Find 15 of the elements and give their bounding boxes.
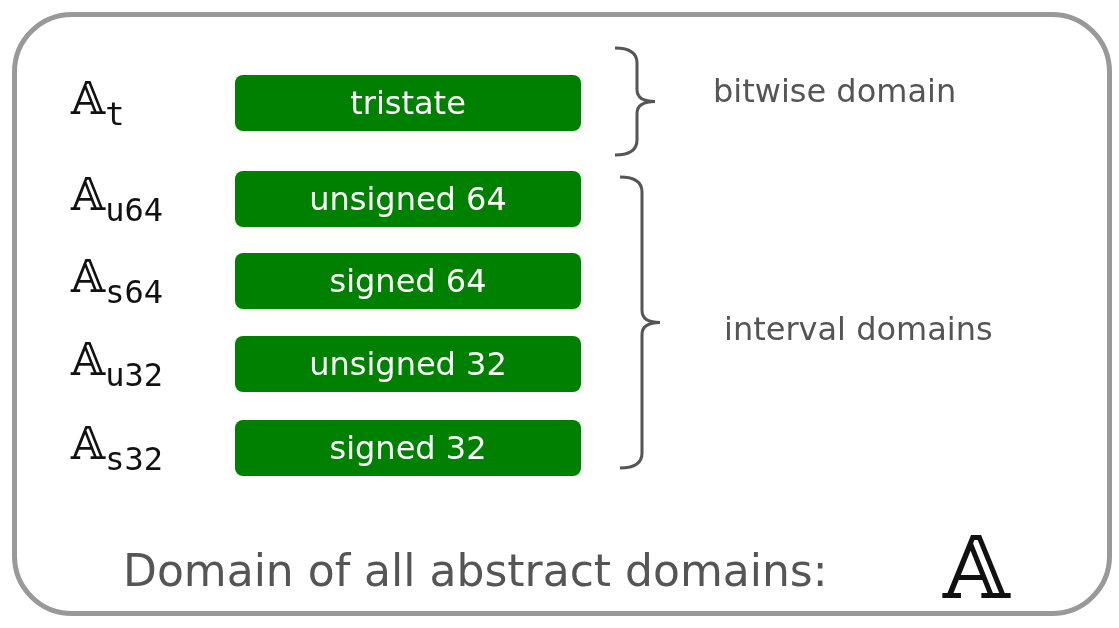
panel-title: Domain of all abstract domains: bbox=[123, 545, 828, 596]
domain-symbol: 𝔸$_{u64}$ bbox=[71, 173, 163, 227]
domain-box: signed 32 bbox=[235, 420, 581, 476]
rounded-panel bbox=[12, 12, 1112, 616]
domain-box: tristate bbox=[235, 75, 581, 131]
double-struck-symbol: 𝔸 bbox=[943, 525, 1010, 611]
domain-symbol: 𝔸$_{s32}$ bbox=[71, 422, 163, 476]
domain-symbol: 𝔸$_{t}$ bbox=[71, 77, 125, 131]
domain-box: unsigned 64 bbox=[235, 171, 581, 227]
brace-label: interval domains bbox=[724, 310, 993, 348]
brace-label: bitwise domain bbox=[713, 72, 957, 110]
domain-symbol: 𝔸$_{s64}$ bbox=[71, 255, 163, 309]
domain-box: signed 64 bbox=[235, 253, 581, 309]
domain-symbol: 𝔸$_{u32}$ bbox=[71, 338, 163, 392]
domain-box: unsigned 32 bbox=[235, 336, 581, 392]
